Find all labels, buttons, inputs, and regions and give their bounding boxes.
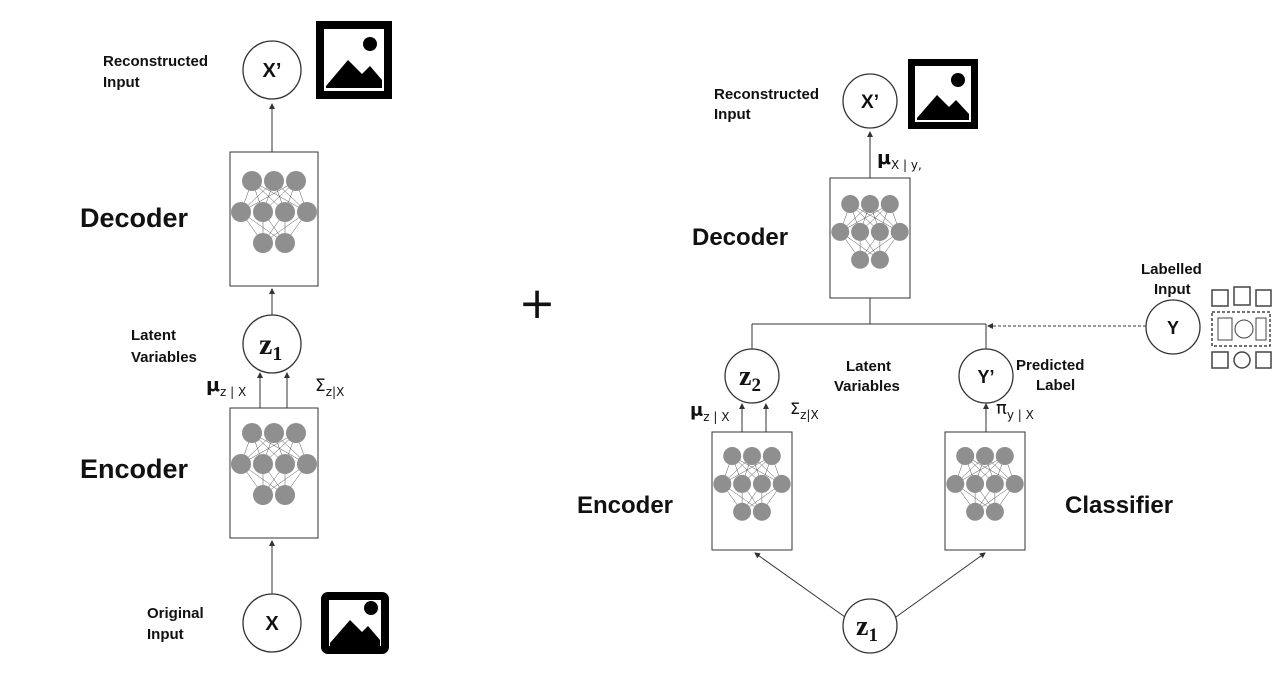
network-node xyxy=(275,485,295,505)
network-node xyxy=(762,447,781,465)
network-edge xyxy=(722,455,772,485)
network-node xyxy=(253,485,273,505)
network-node xyxy=(723,447,742,465)
network-node xyxy=(275,202,295,222)
right-sigma-symbol: Σz|X xyxy=(790,399,819,422)
network-node xyxy=(242,171,262,191)
network-node xyxy=(772,474,791,493)
network-node xyxy=(870,222,889,241)
left-reconstructed-label: Reconstructed Input xyxy=(103,53,212,91)
right-panel: Reconstructed Input X’ μX | y, z Decoder… xyxy=(577,59,1272,654)
labelled-input-symbol: Y xyxy=(1167,318,1179,338)
right-reconstructed-label: Reconstructed Input xyxy=(714,86,823,123)
network-node xyxy=(890,222,909,241)
classifier-label: Classifier xyxy=(1065,492,1173,519)
network-node xyxy=(966,474,985,493)
network-node xyxy=(752,502,771,521)
right-reconstructed-symbol: X’ xyxy=(861,92,879,113)
left-original-label: Original Input xyxy=(147,605,208,643)
left-latent-symbol: z1 xyxy=(259,328,282,365)
left-decoder-label: Decoder xyxy=(80,203,189,233)
network-node xyxy=(297,454,317,474)
right-top-image-icon xyxy=(908,59,978,129)
left-panel: Reconstructed Input X’ Decoder Latent Va… xyxy=(80,21,392,654)
classifier-network xyxy=(946,447,1024,521)
network-node xyxy=(264,423,284,443)
network-node xyxy=(286,423,306,443)
network-node xyxy=(264,171,284,191)
network-node xyxy=(752,474,771,493)
right-bottom-latent-symbol: z1 xyxy=(856,611,878,646)
left-latent-label: Latent Variables xyxy=(131,327,197,366)
left-original-node xyxy=(242,593,302,653)
right-decoder-label: Decoder xyxy=(692,224,788,251)
network-node xyxy=(275,454,295,474)
right-encoder-network xyxy=(713,447,791,521)
network-node xyxy=(985,502,1004,521)
predicted-label-text: Predicted Label xyxy=(1016,357,1089,394)
network-node xyxy=(861,195,879,213)
right-mu-decoder-symbol: μX | y, xyxy=(877,147,922,172)
left-mu-symbol: μz | X xyxy=(206,374,246,399)
network-edge xyxy=(955,455,1005,485)
network-node xyxy=(851,222,870,241)
right-labelled-label: Labelled Input xyxy=(1141,261,1206,298)
network-node xyxy=(880,195,899,213)
latent-to-classifier-arrow xyxy=(895,552,986,618)
network-node xyxy=(253,233,273,253)
right-latent-node xyxy=(724,348,780,404)
network-node xyxy=(841,195,860,213)
network-node xyxy=(966,502,985,521)
network-node xyxy=(733,474,752,493)
right-encoder-label: Encoder xyxy=(577,492,673,519)
network-node xyxy=(275,233,295,253)
network-node xyxy=(231,202,251,222)
left-latent-node xyxy=(242,314,302,374)
network-node xyxy=(253,202,273,222)
plus-sign: + xyxy=(519,278,556,329)
network-node xyxy=(231,454,251,474)
left-reconstructed-symbol: X’ xyxy=(263,60,282,82)
right-mu-encoder-symbol: μz | X xyxy=(690,400,729,424)
network-node xyxy=(743,447,761,465)
right-reconstructed-node xyxy=(842,73,898,129)
right-pi-symbol: πy | X xyxy=(996,398,1034,422)
left-decoder-network xyxy=(231,171,317,253)
network-node xyxy=(956,447,975,465)
left-sigma-symbol: Σz|X xyxy=(315,376,344,399)
left-encoder-label: Encoder xyxy=(80,454,189,484)
network-edge xyxy=(240,180,297,213)
network-node xyxy=(976,447,994,465)
network-node xyxy=(733,502,752,521)
network-node xyxy=(1005,474,1024,493)
left-top-image-icon xyxy=(316,21,392,99)
right-latent-symbol: z2 xyxy=(739,361,761,396)
left-original-symbol: X xyxy=(265,613,279,635)
latent-to-encoder-arrow xyxy=(754,552,846,618)
network-node xyxy=(253,454,273,474)
labelled-input-node xyxy=(1145,299,1201,355)
network-node xyxy=(995,447,1014,465)
network-node xyxy=(831,222,850,241)
network-node xyxy=(286,171,306,191)
network-node xyxy=(851,250,870,269)
network-node xyxy=(985,474,1004,493)
network-node xyxy=(946,474,965,493)
left-reconstructed-node xyxy=(242,40,302,100)
left-encoder-network xyxy=(231,423,317,505)
right-bottom-latent-node xyxy=(842,598,898,654)
left-bottom-image-icon xyxy=(321,592,389,654)
right-decoder-network xyxy=(831,195,909,269)
network-edge xyxy=(240,432,297,465)
labelled-input-icon xyxy=(1211,286,1272,369)
network-node xyxy=(870,250,889,269)
network-node xyxy=(297,202,317,222)
network-edge xyxy=(840,203,890,233)
network-node xyxy=(242,423,262,443)
right-latent-label: Latent Variables xyxy=(834,358,900,395)
network-node xyxy=(713,474,732,493)
predicted-label-symbol: Y’ xyxy=(977,367,994,387)
